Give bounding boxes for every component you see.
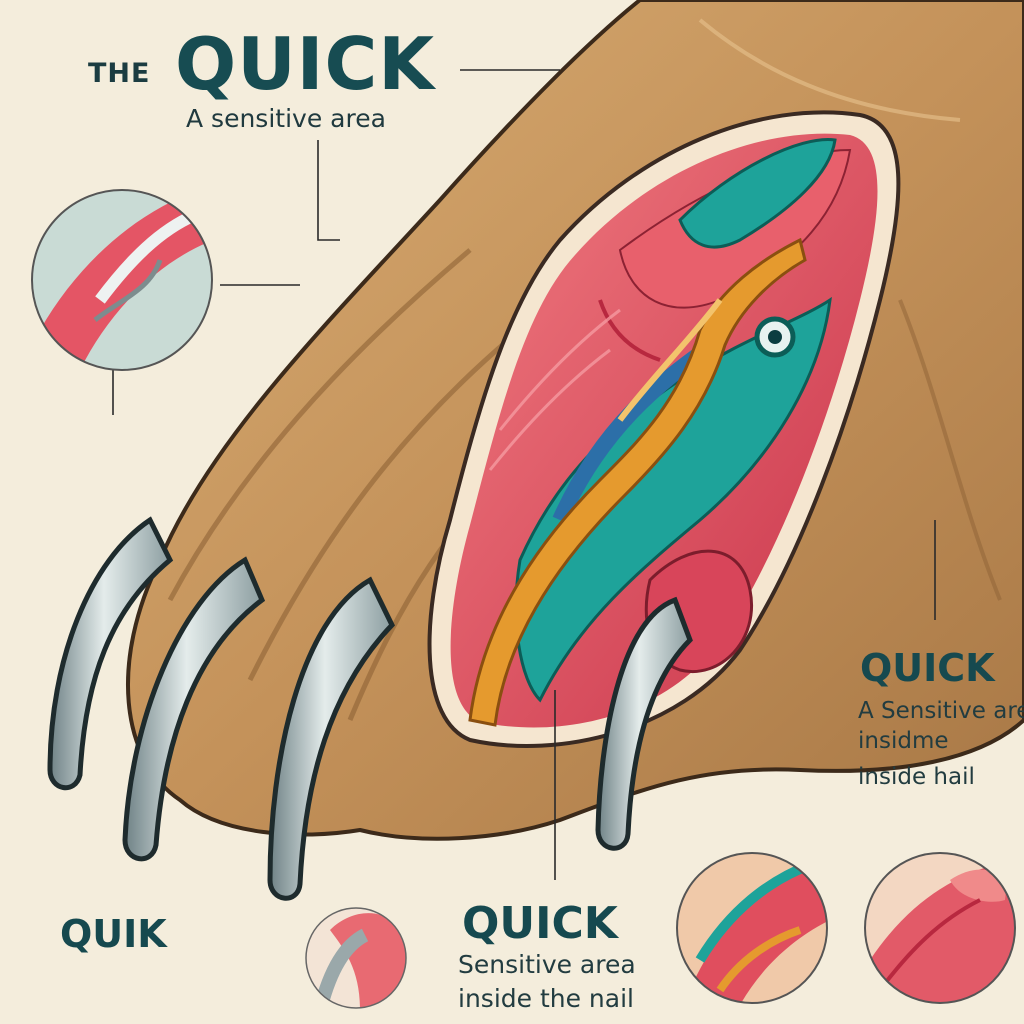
bottom-label-heading: QUICK — [462, 898, 618, 949]
left-label-heading: QUIK — [60, 912, 167, 956]
inset-circle-bottom-center — [305, 907, 407, 1009]
title-subtitle: A sensitive area — [186, 104, 386, 133]
leader-lines — [112, 69, 936, 880]
right-label-heading: QUICK — [860, 646, 995, 690]
right-label-line-2: insidme — [858, 728, 949, 754]
bottom-label-line-2: inside the nail — [458, 984, 634, 1013]
cutaway-anatomy — [427, 110, 901, 748]
page-title: QUICK — [175, 22, 436, 106]
bottom-label-line-1: Sensitive area — [458, 950, 636, 979]
right-label-line-1: A Sensitive area — [858, 698, 1024, 724]
inset-circle-bottom-right-1 — [676, 852, 828, 1004]
claws — [47, 516, 693, 901]
inset-circle-bottom-right-2 — [864, 852, 1016, 1004]
title-prefix: THE — [88, 58, 151, 89]
inset-circle-top-left — [31, 189, 213, 371]
right-label-line-3: inside hail — [858, 764, 975, 790]
